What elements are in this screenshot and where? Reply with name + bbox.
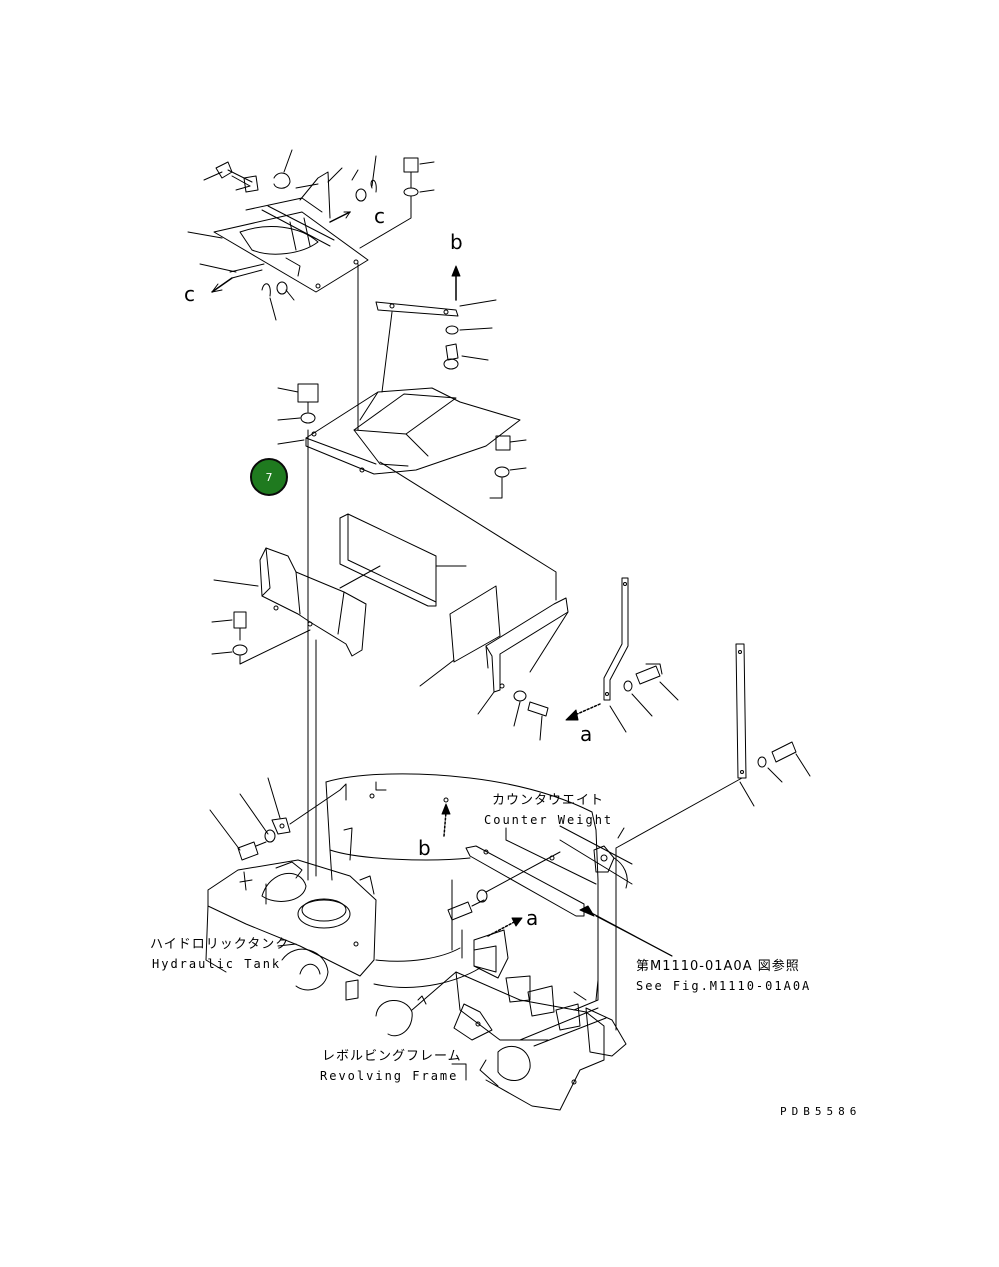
- view-ref-c-right: c: [374, 204, 385, 228]
- assembly-guide-lines: [307, 263, 557, 881]
- callout-badge-number: 7: [265, 470, 273, 484]
- revolving-frame-label-jp: レボルビングフレーム: [322, 1049, 462, 1064]
- stay-bar-long: [615, 643, 811, 1031]
- left-lower-cover: [211, 547, 367, 665]
- see-fig-label-en: See Fig.M1110-01A0A: [636, 979, 812, 993]
- counterweight-body: [325, 773, 633, 1011]
- view-ref-a-mid: a: [580, 722, 593, 746]
- revolving-frame: [373, 929, 627, 1111]
- counter-weight-label-jp: カウンタウエイト: [492, 793, 605, 808]
- label-leaders: [277, 827, 673, 1081]
- hydraulic-tank-label-jp: ハイドロリックタンク: [150, 937, 290, 952]
- drawing-number: PDB5586: [780, 1105, 862, 1118]
- right-bracket-plate: [477, 597, 601, 741]
- foam-pad-large: [339, 513, 467, 607]
- middle-cover-plate: [277, 383, 527, 499]
- foam-pad-small: [419, 585, 501, 687]
- top-leader-lines: [187, 149, 435, 321]
- stay-bar-short: [603, 577, 679, 733]
- hydraulic-tank-label-en: Hydraulic Tank: [152, 957, 282, 971]
- top-bracket-hardware: [215, 157, 419, 297]
- view-ref-b-bottom: b: [418, 836, 431, 860]
- see-fig-label-jp: 第M1110-01A0A 図参照: [636, 959, 800, 974]
- lower-view-arrows: [441, 803, 523, 937]
- lower-hardware: [209, 777, 561, 959]
- view-ref-b-top: b: [450, 230, 463, 254]
- view-ref-a-bottom: a: [526, 906, 539, 930]
- revolving-frame-label-en: Revolving Frame: [320, 1069, 459, 1083]
- top-bracket-plate: [213, 171, 369, 293]
- callout-badge[interactable]: 7: [250, 458, 288, 496]
- bracket-b-upper: [375, 265, 497, 393]
- counter-weight-label-en: Counter Weight: [484, 813, 614, 827]
- view-ref-c-left: c: [184, 282, 195, 306]
- hydraulic-tank: [205, 827, 377, 1001]
